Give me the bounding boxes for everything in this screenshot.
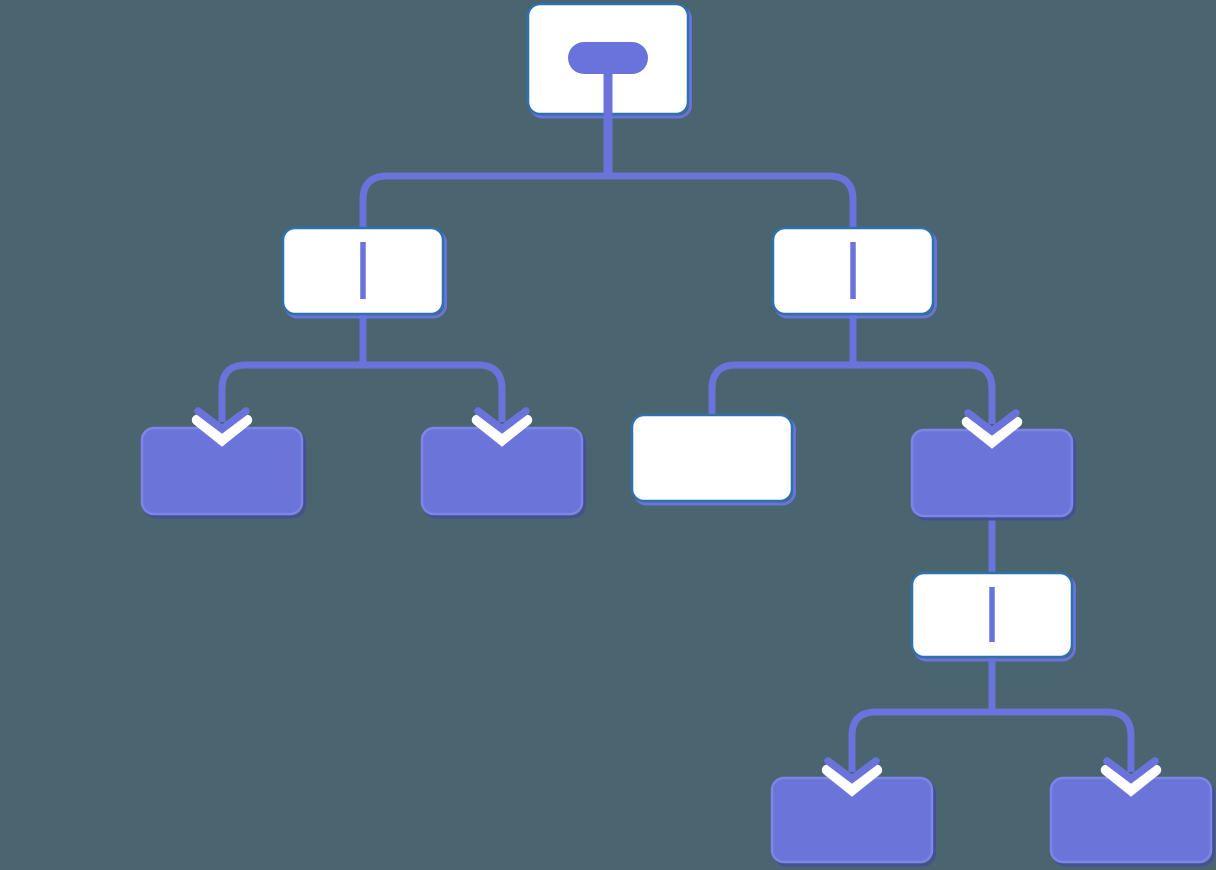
edges-layer (218, 172, 1135, 772)
nodes-layer (140, 2, 1215, 867)
icons-layer (360, 42, 995, 642)
connector-edge (848, 708, 992, 772)
connector-edge (992, 708, 1135, 772)
arrows-layer (191, 407, 1162, 797)
arrow-chevron (194, 407, 250, 434)
root-pill-icon (568, 42, 648, 74)
connector-edge (608, 172, 857, 230)
down-arrow-icon (961, 409, 1023, 449)
connector-edge (359, 172, 608, 230)
arrow-chevron (824, 757, 880, 784)
connector-edge (708, 361, 853, 417)
down-arrow-icon (471, 407, 533, 447)
connector-edge (853, 361, 996, 424)
arrow-outline-chevron (821, 764, 883, 797)
arrow-outline-chevron (191, 414, 253, 447)
arrow-outline-chevron (471, 414, 533, 447)
down-arrow-icon (191, 407, 253, 447)
arrow-chevron (964, 409, 1020, 436)
connector-edge (218, 361, 363, 422)
arrow-chevron (1103, 757, 1159, 784)
down-arrow-icon (1100, 757, 1162, 797)
down-arrow-icon (821, 757, 883, 797)
arrow-outline-chevron (961, 416, 1023, 449)
connector-edge (363, 361, 506, 422)
arrow-chevron (474, 407, 530, 434)
arrow-outline-chevron (1100, 764, 1162, 797)
node-child-right-a[interactable] (630, 413, 794, 503)
